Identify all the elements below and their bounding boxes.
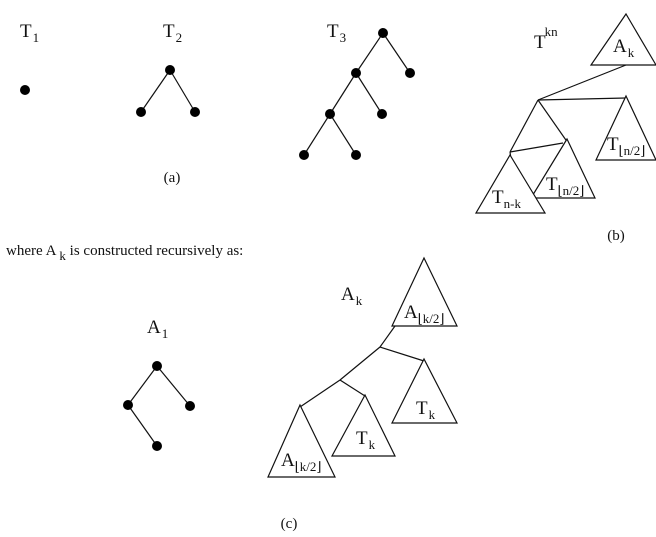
t3-label: T3 xyxy=(327,21,346,45)
ak-tk-mid-subtree xyxy=(330,393,396,457)
a1-label: A1 xyxy=(147,317,168,341)
t2-edge-left xyxy=(140,69,171,113)
panel-b: Tkn Ak T⌊n/2⌋ T⌊n/2⌋ Tn-k (b) xyxy=(474,12,656,244)
panel-a: T1 T2 T3 (a) xyxy=(20,21,415,186)
ak-spine-2 xyxy=(339,346,381,381)
t3-node xyxy=(378,28,388,38)
t3-edge-6 xyxy=(329,113,357,156)
ak-a-floor-k2-lower-label: A⌊k/2⌋ xyxy=(281,450,322,474)
tnk-branch-right-top xyxy=(537,97,627,101)
tnk-t-floor-n2-lower-subtree xyxy=(529,137,596,199)
tnk-t-n-minus-k-label: Tn-k xyxy=(492,187,521,211)
t3-edge-5 xyxy=(303,113,331,156)
ak-branch-right xyxy=(379,346,425,362)
ak-a-floor-k2-upper-label: A⌊k/2⌋ xyxy=(404,302,445,326)
tnk-ak-label: Ak xyxy=(613,36,635,60)
tnk-t-floor-n2-upper-subtree xyxy=(595,94,656,161)
t3-node xyxy=(351,150,361,160)
a1-node xyxy=(152,441,162,451)
tnk-ak-subtree xyxy=(589,12,656,66)
tnk-t-floor-n2-lower-label: T⌊n/2⌋ xyxy=(546,174,584,198)
a1-edge-2 xyxy=(156,365,191,407)
t3-edge-4 xyxy=(355,72,383,115)
a1-edge-3 xyxy=(127,404,158,447)
tnk-spine-1 xyxy=(537,64,627,101)
t2-root-node xyxy=(165,65,175,75)
t1-node xyxy=(20,85,30,95)
ak-title: Ak xyxy=(341,284,363,308)
t2-right-node xyxy=(190,107,200,117)
a1-node xyxy=(152,361,162,371)
a1-node xyxy=(123,400,133,410)
ak-tk-right-subtree xyxy=(391,357,458,424)
ak-spine-1 xyxy=(379,325,396,348)
t2-label: T2 xyxy=(163,21,182,45)
t3-node xyxy=(405,68,415,78)
panel-c: A1 Ak A⌊k/2⌋ Tk Tk A⌊k/2⌋ (c) xyxy=(123,256,458,532)
tnk-branch-inner xyxy=(509,142,564,153)
t3-edge-2 xyxy=(382,32,411,74)
tnk-branch-mid xyxy=(537,99,569,144)
panel-c-caption: (c) xyxy=(281,516,298,532)
ak-tk-right-label: Tk xyxy=(416,398,436,422)
t3-edge-3 xyxy=(329,72,357,115)
t1-label: T1 xyxy=(20,21,39,45)
panel-a-caption: (a) xyxy=(164,170,181,186)
panel-b-caption: (b) xyxy=(607,228,625,244)
a1-edge-1 xyxy=(127,365,158,406)
tnk-t-floor-n2-upper-label: T⌊n/2⌋ xyxy=(607,134,645,158)
ak-spine-3 xyxy=(299,379,341,408)
t3-node xyxy=(377,109,387,119)
ak-branch-mid xyxy=(339,379,366,397)
ak-a-floor-k2-upper-subtree xyxy=(391,256,458,327)
a1-node xyxy=(185,401,195,411)
tnk-t-n-minus-k-subtree xyxy=(474,153,547,214)
t2-left-node xyxy=(136,107,146,117)
tnk-spine-2 xyxy=(509,99,539,153)
t3-node xyxy=(351,68,361,78)
tnk-title: Tkn xyxy=(534,24,558,53)
t3-edge-1 xyxy=(355,32,384,74)
ak-tk-mid-label: Tk xyxy=(356,428,376,452)
t3-node xyxy=(299,150,309,160)
ak-a-floor-k2-lower-subtree xyxy=(267,403,336,478)
t2-edge-right xyxy=(169,69,196,113)
t3-node xyxy=(325,109,335,119)
